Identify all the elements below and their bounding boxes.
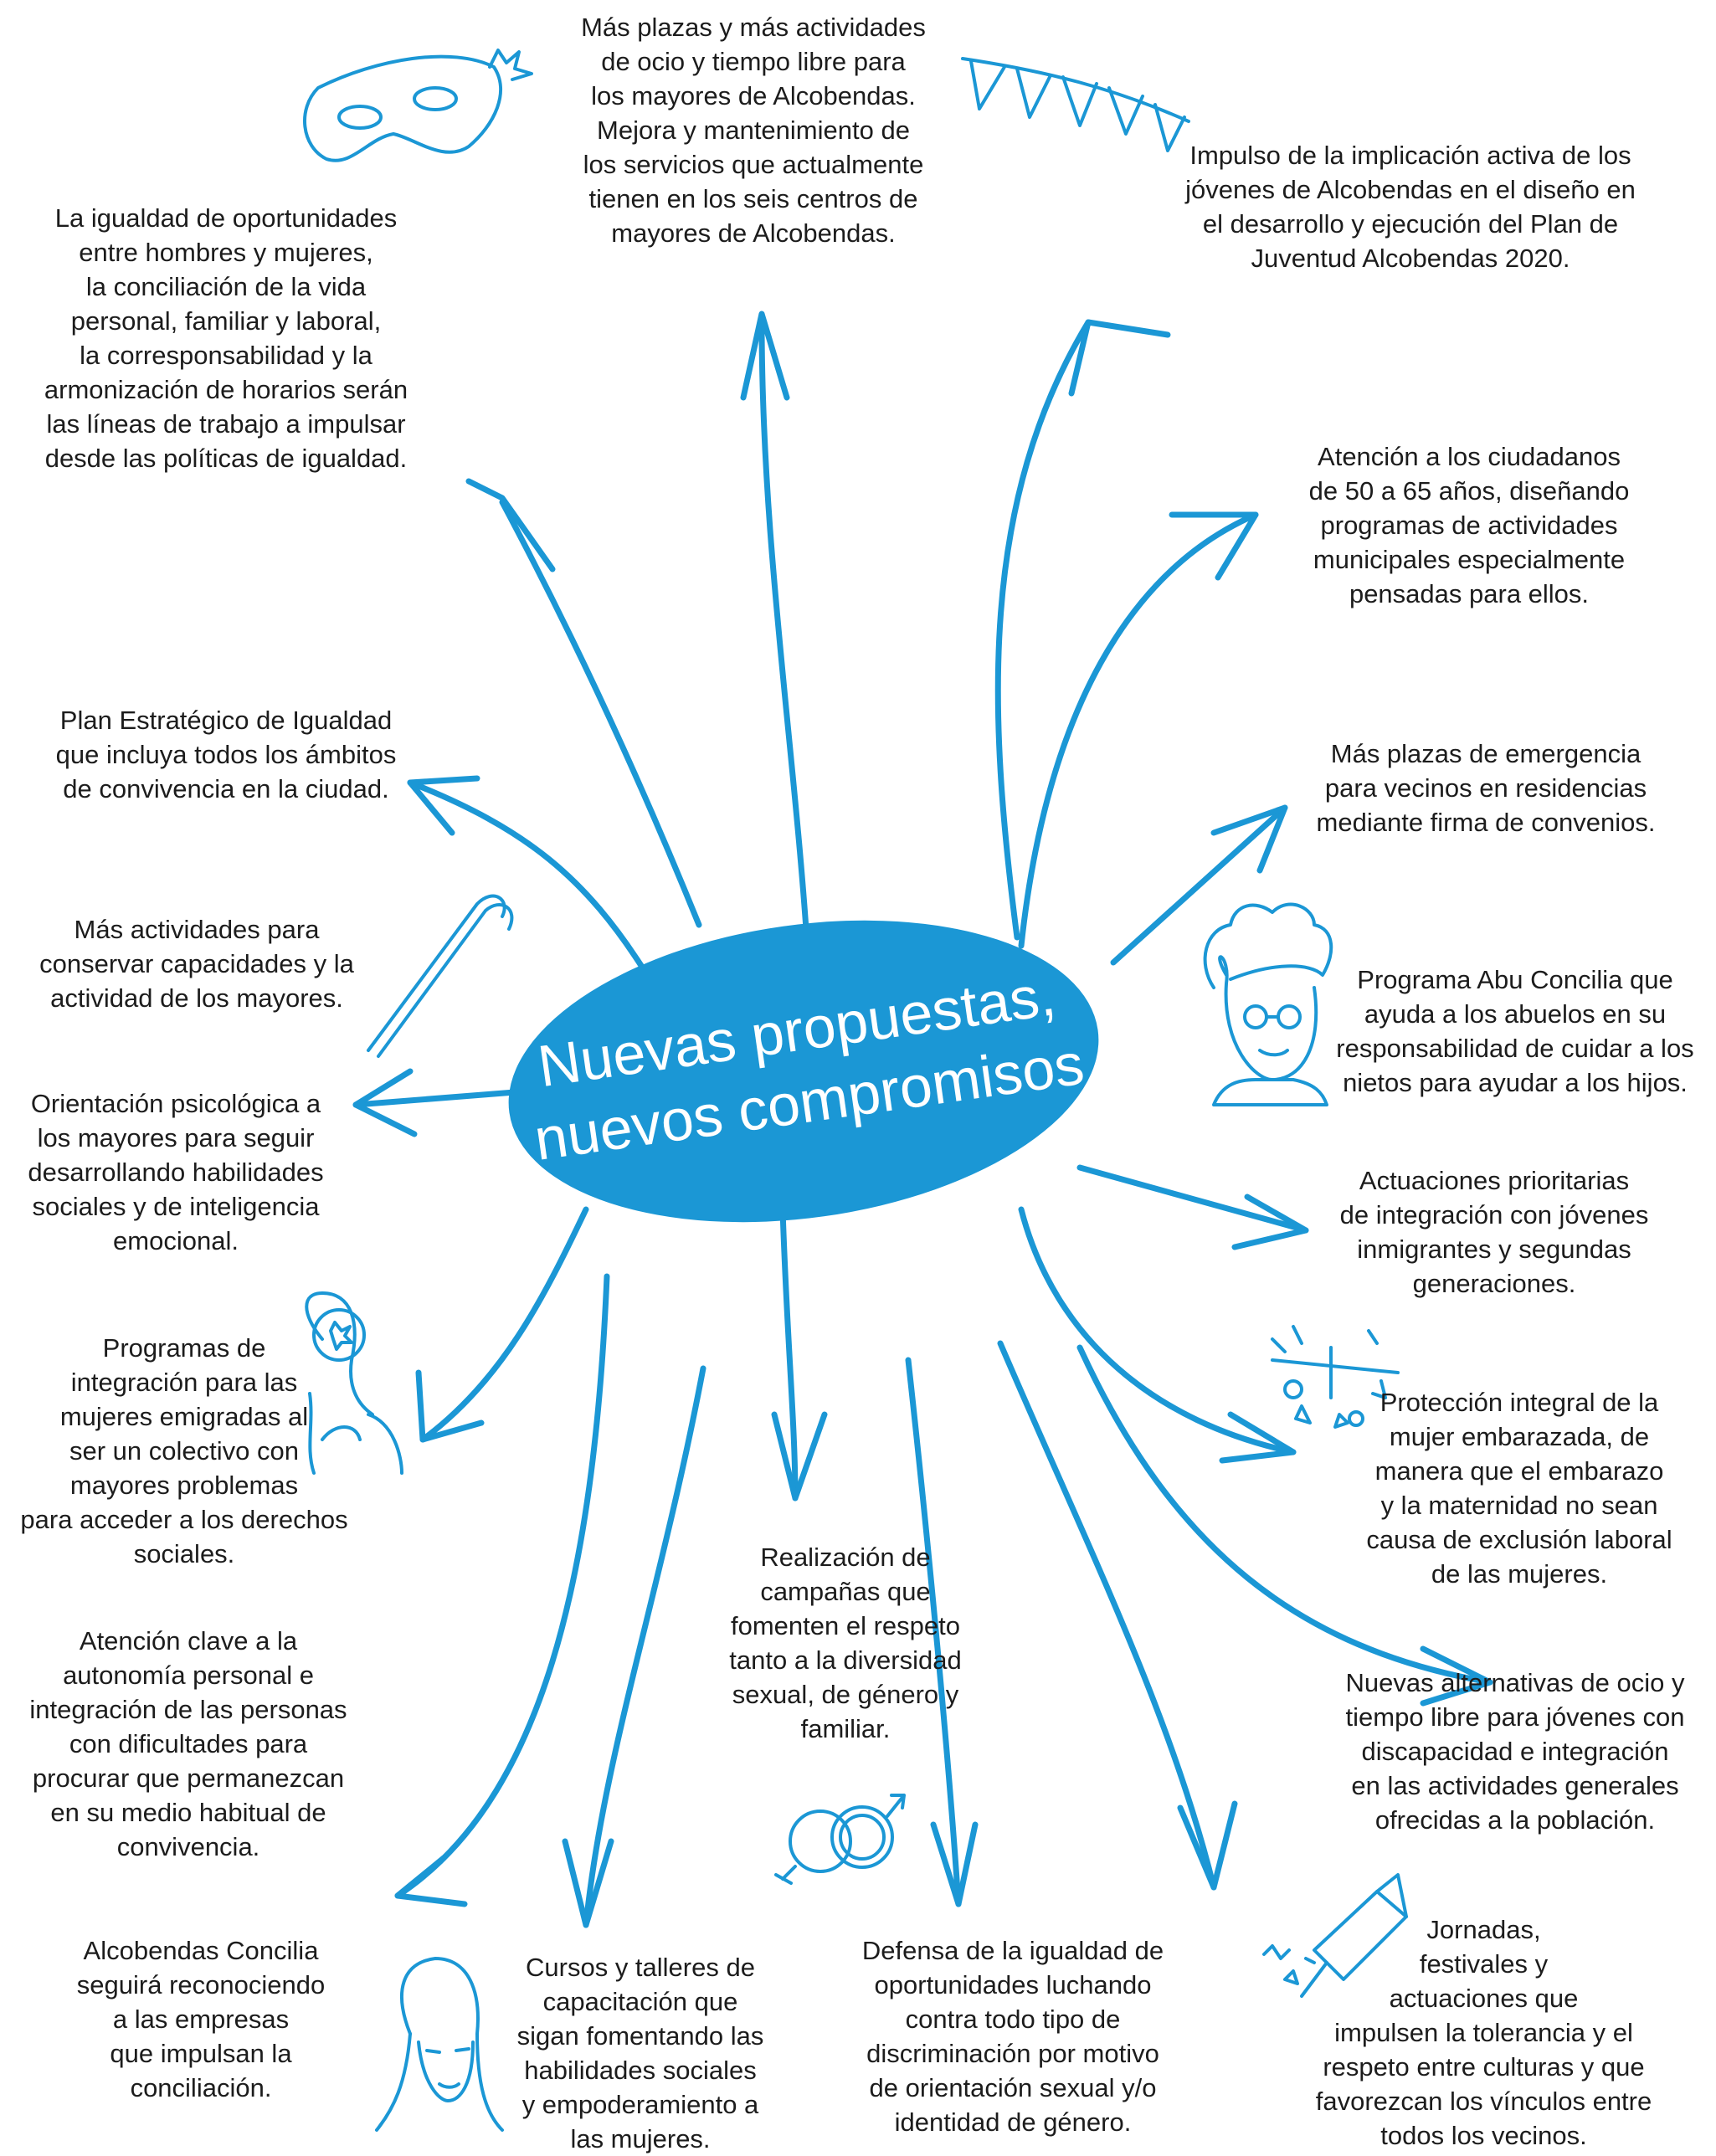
- arrow-to-campanas-respeto: [779, 1206, 799, 1502]
- node-jovenes-plan-juventud: Impulso de la implicación activa de los …: [1168, 138, 1653, 275]
- node-orientacion-psicologica-text: Orientación psicológica a los mayores pa…: [28, 1089, 324, 1255]
- node-ciudadanos-50-65-text: Atención a los ciudadanos de 50 a 65 año…: [1308, 442, 1630, 608]
- grandmother-icon: [1203, 902, 1333, 1106]
- node-jovenes-discapacidad-text: Nuevas alternativas de ocio y tiempo lib…: [1345, 1668, 1685, 1835]
- node-plan-estrategico-text: Plan Estratégico de Igualdad que incluya…: [55, 706, 397, 803]
- arrow-to-igualdad-oportunidades: [499, 499, 702, 928]
- arrow-to-plazas-emergencia: [1110, 804, 1288, 966]
- arrowhead: [1177, 1800, 1238, 1891]
- node-plazas-emergencia-text: Más plazas de emergencia para vecinos en…: [1316, 739, 1656, 837]
- arrowhead: [1231, 1194, 1309, 1250]
- node-alcobendas-concilia-text: Alcobendas Concilia seguirá reconociendo…: [76, 1936, 326, 2102]
- arrowhead: [465, 478, 556, 572]
- arrowhead: [352, 1068, 418, 1137]
- arrow-to-cursos-talleres: [583, 1365, 706, 1928]
- arrow-to-jovenes-inmigrantes: [1076, 1164, 1309, 1234]
- node-campanas-respeto-text: Realización de campañas que fomenten el …: [729, 1543, 962, 1743]
- arrow-to-jovenes-plan-juventud: [994, 319, 1092, 941]
- woman-flower-icon: [305, 1291, 403, 1475]
- arrowhead: [1068, 319, 1171, 397]
- walking-cane-icon: [367, 894, 514, 1058]
- arrowhead: [1210, 804, 1288, 874]
- node-plaza-emergencia: Más plazas de emergencia para vecinos en…: [1302, 737, 1670, 839]
- arrowhead: [771, 1411, 828, 1502]
- node-actividades-mayores-text: Más actividades para conservar capacidad…: [39, 915, 354, 1013]
- baby-mobile-icon: [1271, 1325, 1400, 1429]
- node-igualdad-oportunidades-text: La igualdad de oportunidades entre hombr…: [44, 203, 408, 473]
- node-alcobendas-concilia: Alcobendas Concilia seguirá reconociendo…: [50, 1933, 352, 2105]
- arrow-to-orientacion-psicologica: [352, 1089, 518, 1108]
- node-ocio-mayores: Más plazas y más actividades de ocio y t…: [552, 10, 954, 250]
- node-actividades-mayores: Más actividades para conservar capacidad…: [17, 912, 377, 1015]
- arrow-to-ocio-mayores: [758, 319, 811, 957]
- arrow-to-mujeres-emigradas: [419, 1206, 589, 1443]
- center-bubble: Nuevas propuestas, nuevos compromisos: [508, 920, 1099, 1223]
- arrowhead: [1219, 1411, 1297, 1464]
- arrowhead: [740, 311, 790, 401]
- arrowhead: [407, 775, 480, 836]
- node-mujeres-emigradas: Programas de integración para las mujere…: [4, 1331, 364, 1571]
- node-jornadas-festivales-text: Jornadas, festivales y actuaciones que i…: [1315, 1915, 1652, 2150]
- node-mujer-embarazada: Protección integral de la mujer embaraza…: [1327, 1385, 1712, 1591]
- arrowhead: [394, 1855, 468, 1907]
- arrow-to-mujer-embarazada: [1018, 1206, 1297, 1455]
- node-cursos-talleres: Cursos y talleres de capacitación que si…: [498, 1950, 783, 2156]
- young-woman-icon: [375, 1957, 504, 2132]
- node-orientacion-psicologica: Orientación psicológica a los mayores pa…: [8, 1086, 343, 1258]
- node-autonomia-personal-text: Atención clave a la autonomía personal e…: [29, 1626, 347, 1861]
- arrowhead: [1420, 1645, 1493, 1707]
- firework-rocket-icon: [1262, 1873, 1408, 1998]
- node-campanas-respeto: Realización de campañas que fomenten el …: [695, 1540, 996, 1746]
- gender-symbols-icon: [774, 1794, 906, 1885]
- arrowhead: [1169, 511, 1259, 581]
- node-jornadas-festivales: Jornadas, festivales y actuaciones que i…: [1285, 1912, 1683, 2153]
- arrowhead: [415, 1369, 485, 1443]
- node-plan-estrategico: Plan Estratégico de Igualdad que incluya…: [33, 703, 419, 806]
- carnival-mask-icon: [303, 49, 533, 162]
- arrow-to-defensa-igualdad: [905, 1357, 962, 1907]
- node-defensa-igualdad: Defensa de la igualdad de oportunidades …: [837, 1933, 1189, 2139]
- node-ocio-mayores-text: Más plazas y más actividades de ocio y t…: [581, 13, 926, 248]
- node-jovenes-discapacidad: Nuevas alternativas de ocio y tiempo lib…: [1318, 1666, 1712, 1837]
- node-igualdad-oportunidades: La igualdad de oportunidades entre hombr…: [17, 201, 435, 475]
- node-abu-concilia: Programa Abu Concilia que ayuda a los ab…: [1318, 963, 1712, 1100]
- node-ciudadanos-50-65: Atención a los ciudadanos de 50 a 65 año…: [1281, 439, 1657, 611]
- node-jovenes-plan-juventud-text: Impulso de la implicación activa de los …: [1185, 141, 1636, 273]
- arrow-to-ciudadanos-50-65: [1018, 511, 1259, 949]
- arrow-to-jornadas-festivales: [997, 1340, 1217, 1891]
- node-autonomia-personal: Atención clave a la autonomía personal e…: [8, 1624, 368, 1864]
- arrow-to-autonomia-personal: [394, 1273, 610, 1899]
- node-abu-concilia-text: Programa Abu Concilia que ayuda a los ab…: [1336, 965, 1694, 1097]
- arrow-to-plan-estrategico: [407, 779, 648, 974]
- node-jovenes-inmigrantes: Actuaciones prioritarias de integración …: [1327, 1163, 1662, 1301]
- node-mujer-embarazada-text: Protección integral de la mujer embaraza…: [1366, 1388, 1672, 1589]
- arrow-to-jovenes-discapacidad: [1076, 1344, 1493, 1686]
- node-cursos-talleres-text: Cursos y talleres de capacitación que si…: [516, 1953, 764, 2153]
- bunting-flags-icon: [961, 57, 1190, 152]
- node-jovenes-inmigrantes-text: Actuaciones prioritarias de integración …: [1339, 1166, 1649, 1298]
- node-defensa-igualdad-text: Defensa de la igualdad de oportunidades …: [861, 1936, 1164, 2137]
- node-mujeres-emigradas-text: Programas de integración para las mujere…: [20, 1333, 348, 1568]
- arrowhead: [562, 1838, 614, 1928]
- arrowhead: [930, 1821, 979, 1907]
- arrows: [352, 311, 1493, 1928]
